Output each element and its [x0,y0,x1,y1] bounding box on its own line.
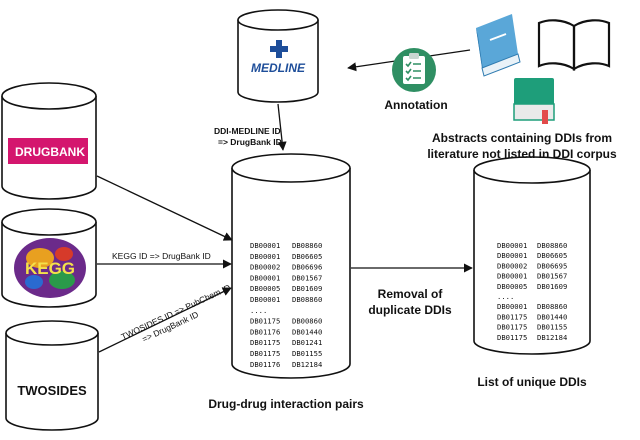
ddi-pair-row-drug-a: DB01175 [250,349,280,358]
green-book-icon [513,78,555,124]
medline-logo: MEDLINE [251,40,306,75]
ddi-pair-row-drug-b: DB06605 [292,252,322,261]
ddi-pair-row-drug-b: DB01241 [292,338,322,347]
unique-ddi-row-drug-b: DB01155 [537,323,567,332]
medline-to-pairs-arrow [277,103,287,151]
unique-ddi-row-drug-a: .... [497,292,514,301]
kegg-logo-text: KEGG [25,259,75,278]
unique-ddi-row-drug-b: DB01567 [537,272,567,281]
abstracts-caption-2: literature not listed in DDI corpus [427,147,617,161]
ddi-pair-row-drug-b: DB01440 [292,327,322,336]
medline-logo-text: MEDLINE [251,61,306,75]
ddi-pair-row-drug-b: DB01609 [292,284,322,293]
twosides-mapping-label-1: TWOSIDES ID => PubChem ID [119,282,232,342]
twosides-label: TWOSIDES [17,383,87,398]
ddi-pair-row-drug-a: DB00001 [250,273,280,282]
removal-label-2: duplicate DDIs [368,303,452,317]
kegg-mapping-label: KEGG ID => DrugBank ID [112,251,211,261]
drugbank-database: DRUGBANK [1,82,97,200]
unique-ddi-row-drug-b: DB08860 [537,241,567,250]
drugbank-logo [8,138,88,164]
ddi-pair-row-drug-b: DB01567 [292,273,322,282]
removal-label-1: Removal of [378,287,444,301]
unique-ddi-row-drug-a: DB00001 [497,241,527,250]
medline-mapping-label-1: DDI-MEDLINE ID [214,126,281,136]
unique-ddi-row-drug-a: DB00002 [497,261,527,270]
kegg-logo: KEGG [14,238,86,298]
ddi-pair-row-drug-a: DB00005 [250,284,280,293]
ddi-pair-row-drug-a: .... [250,306,267,315]
twosides-to-pairs-arrow [98,287,232,353]
unique-ddi-row-drug-a: DB01175 [497,323,527,332]
ddi-pair-row-drug-b: DB00860 [292,317,322,326]
unique-ddi-row-drug-a: DB00001 [497,272,527,281]
ddi-pair-row-drug-a: DB01176 [250,327,280,336]
ddi-pair-row-drug-a: DB01176 [250,360,280,369]
unique-ddi-row-drug-b: DB06605 [537,251,567,260]
unique-ddi-row-drug-b: DB01440 [537,312,567,321]
annotation-label: Annotation [384,98,447,112]
open-book-icon [537,19,611,72]
ddi-pair-row-drug-b: DB06696 [292,263,322,272]
ddi-pair-row-drug-a: DB00001 [250,295,280,304]
ddi-pair-row-drug-b: DB12184 [292,360,322,369]
unique-ddi-row-drug-b: DB12184 [537,333,567,342]
unique-ddi-row-drug-b: DB06695 [537,261,567,270]
ddi-pairs-caption: Drug-drug interaction pairs [208,397,364,411]
ddi-pair-row-drug-b: DB01155 [292,349,322,358]
unique-ddi-row-drug-a: DB01175 [497,333,527,342]
unique-ddi-row-drug-b: DB01609 [537,282,567,291]
unique-ddi-row-drug-a: DB00001 [497,302,527,311]
ddi-pair-row-drug-a: DB01175 [250,338,280,347]
drugbank-to-pairs-arrow [96,175,233,241]
ddi-pair-row-drug-b: DB08860 [292,295,322,304]
unique-ddi-row-drug-b: DB08860 [537,302,567,311]
drugbank-logo-text: DRUGBANK [15,145,85,159]
twosides-mapping-label: TWOSIDES ID => PubChem ID => DrugBank ID [119,282,232,344]
medline-mapping-label-2: => DrugBank ID [218,137,282,147]
abstracts-caption-1: Abstracts containing DDIs from [432,131,612,145]
unique-ddi-row-drug-a: DB01175 [497,312,527,321]
ddi-pair-row-drug-a: DB00001 [250,241,280,250]
kegg-database: KEGG [1,208,97,308]
ddi-pair-row-drug-a: DB00002 [250,263,280,272]
twosides-database: TWOSIDES [5,320,99,431]
ddi-pair-row-drug-a: DB01175 [250,317,280,326]
unique-ddi-row-drug-a: DB00001 [497,251,527,260]
ddi-pair-row-drug-a: DB00001 [250,252,280,261]
ddi-pair-row-drug-b: DB08860 [292,241,322,250]
unique-ddi-row-drug-a: DB00005 [497,282,527,291]
medline-database: MEDLINE [237,9,319,103]
unique-ddis-caption: List of unique DDIs [477,375,587,389]
blue-book-icon [476,14,521,77]
annotation-clipboard-icon [392,48,436,92]
